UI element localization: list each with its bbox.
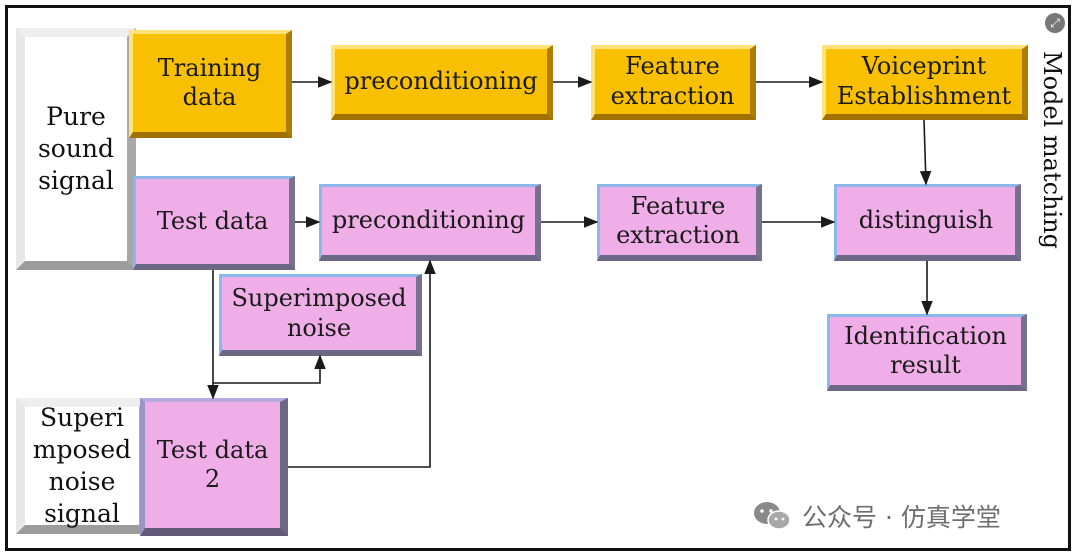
- node-identification-result: Identification result: [827, 314, 1027, 391]
- node-preconditioning-mid: preconditioning: [319, 184, 541, 261]
- side-label-superimposed-noise: Superi mposed noise signal: [16, 398, 148, 534]
- node-test-data: Test data: [133, 176, 295, 270]
- node-voiceprint-establishment: Voiceprint Establishment: [822, 45, 1028, 120]
- arrow-to-superimposed-noise: [213, 354, 326, 384]
- node-preconditioning-top: preconditioning: [331, 45, 553, 120]
- watermark: 公众号 · 仿真学堂: [752, 496, 1001, 536]
- node-test-data-2: Test data 2: [140, 398, 288, 536]
- wechat-icon: [754, 502, 791, 530]
- side-label-pure-sound: Pure sound signal: [16, 28, 136, 270]
- node-distinguish: distinguish: [834, 184, 1021, 261]
- watermark-text: 公众号 · 仿真学堂: [802, 503, 1001, 532]
- node-feature-extraction-top: Feature extraction: [591, 45, 756, 120]
- node-training-data: Training data: [129, 30, 292, 138]
- arrow-voiceprint-to-distinguish: [919, 119, 932, 186]
- node-feature-extraction-mid: Feature extraction: [597, 184, 762, 261]
- expand-icon[interactable]: ⤢: [1045, 13, 1065, 33]
- node-superimposed-noise: Superimposed noise: [219, 274, 422, 356]
- arrow-testdata2-to-precond: [288, 259, 436, 468]
